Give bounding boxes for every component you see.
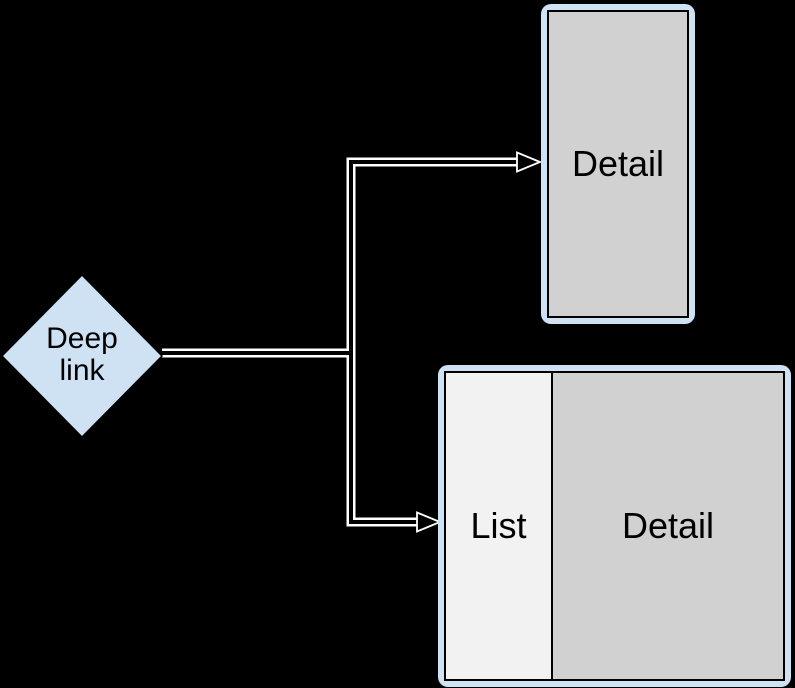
deep-link-node: Deep link xyxy=(0,273,164,439)
arrowhead-bottom-icon xyxy=(416,511,443,533)
detail-pane-label: Detail xyxy=(621,505,715,546)
detail-pane: Detail xyxy=(553,373,783,679)
deep-link-diamond xyxy=(0,273,164,439)
two-pane-body: List Detail xyxy=(444,371,785,681)
portrait-screen: Detail xyxy=(541,4,695,324)
connector-line-core xyxy=(162,160,519,524)
deep-link-label-line1: Deep xyxy=(46,322,118,355)
list-pane: List xyxy=(446,373,553,679)
portrait-detail-label: Detail xyxy=(571,143,665,184)
deep-link-label-line2: link xyxy=(59,354,105,387)
list-pane-label: List xyxy=(470,505,527,546)
arrowhead-top-icon xyxy=(516,151,543,173)
two-pane-screen: List Detail xyxy=(438,365,791,687)
portrait-detail-pane: Detail xyxy=(547,10,689,318)
connector-arrows xyxy=(162,151,543,533)
